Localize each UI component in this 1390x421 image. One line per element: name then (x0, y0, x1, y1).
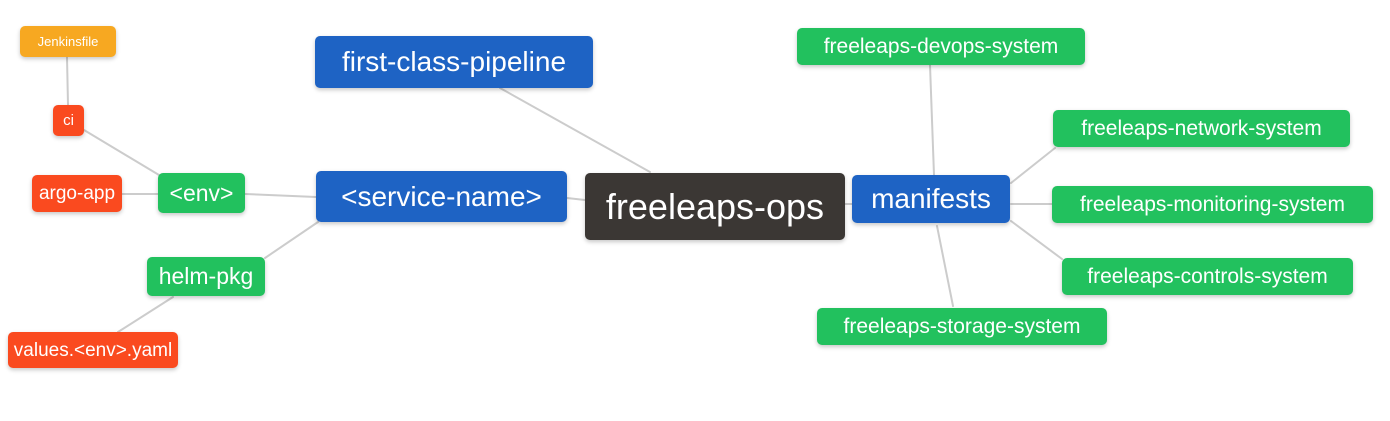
edge-helm-pkg-to-values-env-yaml (117, 296, 174, 333)
node-freeleaps-network-system[interactable]: freeleaps-network-system (1053, 110, 1350, 147)
edge-service-name-to-freeleaps-ops (566, 197, 586, 201)
edge-first-class-pipeline-to-freeleaps-ops (499, 87, 651, 173)
node-service-name[interactable]: <service-name> (316, 171, 567, 222)
node-argo-app[interactable]: argo-app (32, 175, 122, 212)
node-manifests[interactable]: manifests (852, 175, 1010, 223)
edge-manifests-to-freeleaps-storage-system (936, 225, 954, 307)
node-values-env-yaml[interactable]: values.<env>.yaml (8, 332, 178, 368)
node-ci[interactable]: ci (53, 105, 84, 136)
node-first-class-pipeline[interactable]: first-class-pipeline (315, 36, 593, 88)
edge-env-to-service-name (244, 193, 317, 198)
edge-manifests-to-freeleaps-controls-system (1010, 220, 1063, 260)
node-jenkinsfile[interactable]: Jenkinsfile (20, 26, 116, 57)
edge-freeleaps-devops-system-to-manifests (929, 64, 935, 176)
edge-helm-pkg-to-service-name (264, 221, 319, 259)
edge-freeleaps-network-system-to-manifests (1010, 147, 1056, 184)
node-freeleaps-controls-system[interactable]: freeleaps-controls-system (1062, 258, 1353, 295)
node-freeleaps-storage-system[interactable]: freeleaps-storage-system (817, 308, 1107, 345)
node-freeleaps-devops-system[interactable]: freeleaps-devops-system (797, 28, 1085, 65)
edge-jenkinsfile-to-ci (66, 56, 69, 106)
node-freeleaps-ops[interactable]: freeleaps-ops (585, 173, 845, 240)
node-env[interactable]: <env> (158, 173, 245, 213)
edge-ci-to-env (83, 129, 160, 176)
node-helm-pkg[interactable]: helm-pkg (147, 257, 265, 296)
node-freeleaps-monitoring-system[interactable]: freeleaps-monitoring-system (1052, 186, 1373, 223)
